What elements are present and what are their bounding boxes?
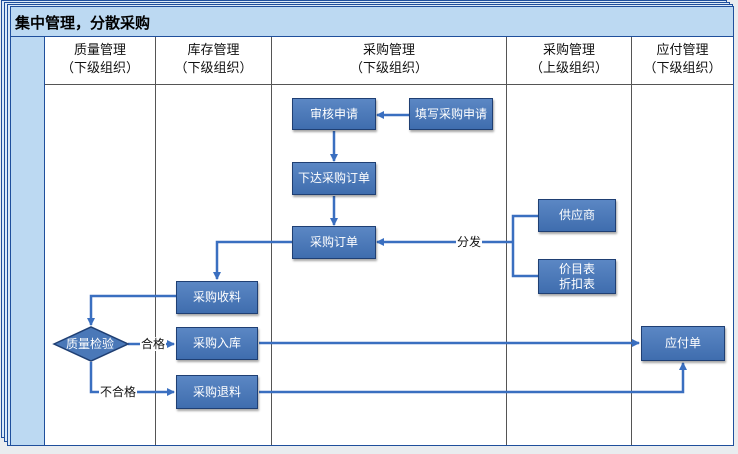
fail-label: 不合格	[99, 385, 138, 399]
fill-request-node[interactable]: 填写采购申请	[409, 98, 493, 130]
lane-subtitle: （下级组织）	[174, 61, 253, 76]
lane-title: 应付管理	[656, 43, 709, 58]
arrow-return-to-payable	[259, 362, 687, 394]
payable-node[interactable]: 应付单	[641, 326, 725, 361]
node-label: 价目表	[558, 261, 595, 276]
quality-inspect-label: 质量检验	[66, 337, 115, 351]
node-label: 采购订单	[309, 235, 358, 249]
lane-quality: 质量管理 （下级组织）	[45, 37, 156, 445]
node-label: 供应商	[558, 208, 595, 222]
node-label: 采购退料	[192, 384, 241, 399]
stock-in-node[interactable]: 采购入库	[176, 327, 258, 360]
lane-subtitle: （下级组织）	[643, 61, 722, 76]
node-label: 采购入库	[192, 336, 241, 350]
lane-title: 采购管理	[362, 43, 415, 58]
lane-header: 质量管理 （下级组织）	[45, 37, 155, 85]
lane-subtitle: （下级组织）	[349, 61, 428, 76]
node-label: 审核申请	[309, 106, 358, 121]
arrow-receive-to-inspect	[87, 294, 176, 326]
side-strip	[11, 37, 45, 445]
issue-order-node[interactable]: 下达采购订单	[292, 162, 376, 195]
node-label: 采购收料	[192, 290, 241, 304]
node-label: 下达采购订单	[297, 171, 370, 185]
lane-subtitle: （上级组织）	[529, 61, 608, 76]
pass-label: 合格	[140, 337, 167, 351]
lane-header: 采购管理 （上级组织）	[507, 37, 631, 85]
lane-subtitle: （下级组织）	[60, 61, 139, 76]
lane-header: 库存管理 （下级组织）	[156, 37, 271, 85]
node-label: 应付单	[664, 336, 701, 350]
return-material-node[interactable]: 采购退料	[176, 375, 258, 409]
arrow-supplier-branch	[511, 214, 538, 278]
receive-material-node[interactable]: 采购收料	[176, 281, 258, 314]
distribute-label: 分发	[456, 235, 483, 249]
price-discount-node[interactable]: 价目表 折扣表	[538, 259, 616, 294]
title-bar: 集中管理，分散采购	[11, 7, 733, 37]
arrow-po-to-receive	[213, 240, 292, 280]
lane-title: 采购管理	[542, 43, 595, 58]
purchase-order-node[interactable]: 采购订单	[292, 226, 376, 259]
lane-title: 库存管理	[187, 43, 240, 58]
review-request-node[interactable]: 审核申请	[292, 98, 376, 130]
node-label: 折扣表	[558, 276, 595, 291]
inspect-diamond	[52, 326, 130, 362]
lane-purchasing-upper: 采购管理 （上级组织）	[507, 37, 632, 445]
lane-title: 质量管理	[73, 43, 126, 58]
node-label: 填写采购申请	[414, 106, 487, 121]
lane-header: 应付管理 （下级组织）	[632, 37, 733, 85]
arrow-fail-to-return	[89, 362, 175, 396]
diagram-title: 集中管理，分散采购	[15, 14, 151, 32]
lane-header: 采购管理 （下级组织）	[272, 37, 506, 85]
lane-payables: 应付管理 （下级组织）	[632, 37, 733, 445]
supplier-node[interactable]: 供应商	[538, 199, 616, 232]
